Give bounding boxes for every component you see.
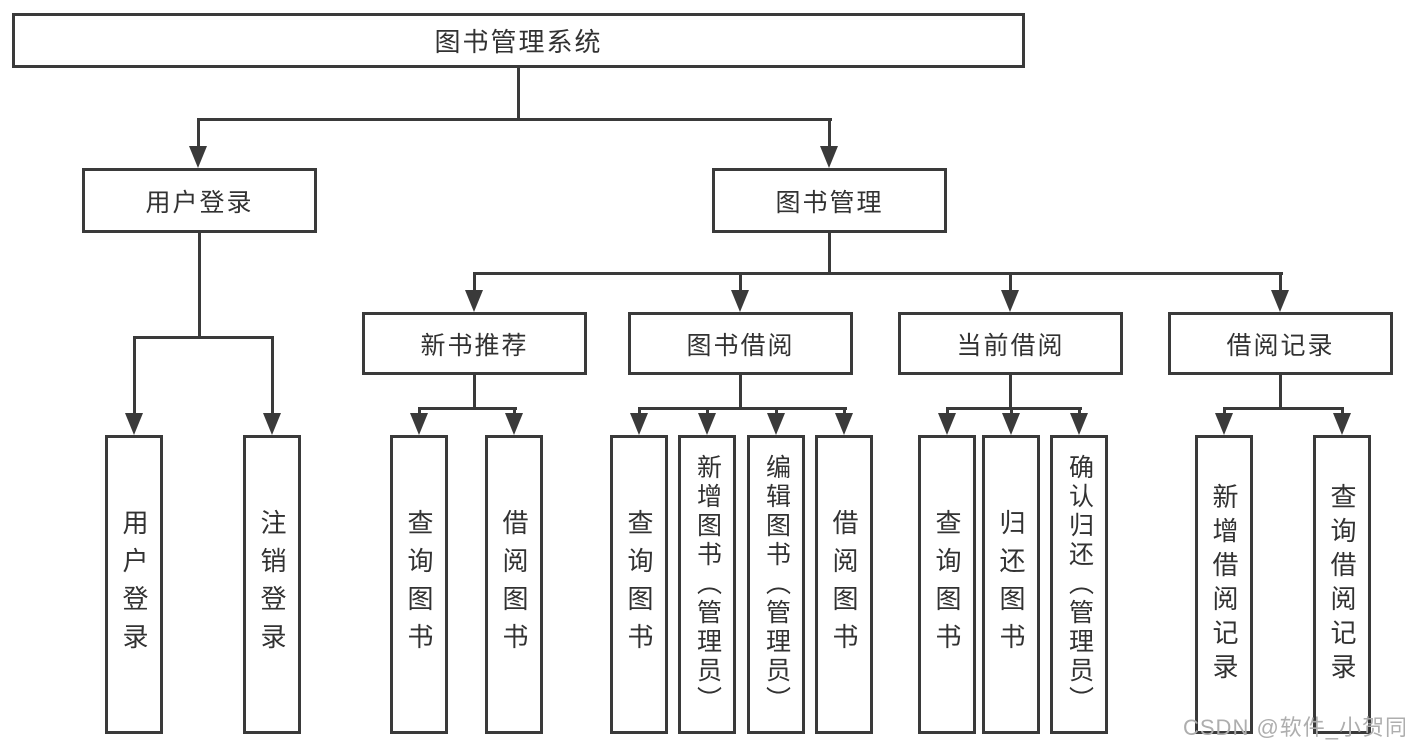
node-borrow-records-label: 借阅记录	[1226, 331, 1335, 360]
edge-root-stem	[517, 68, 520, 118]
node-new-book-recommend: 新书推荐	[362, 312, 587, 375]
node-book-management-label: 图书管理	[775, 188, 884, 217]
arrowhead-to-leaf-query-record-icon	[1333, 413, 1351, 435]
edge-user-login-stem	[198, 233, 201, 336]
edge-to-book-borrow-stem	[739, 275, 742, 290]
arrowhead-to-leaf-query1-icon	[410, 413, 428, 435]
node-borrow-records: 借阅记录	[1168, 312, 1393, 375]
edge-new-book-stem	[473, 375, 476, 407]
leaf-query-books-3-label: 查询图书	[932, 508, 962, 661]
leaf-return-books-label: 归还图书	[996, 508, 1026, 661]
leaf-query-books-2: 查询图书	[610, 435, 668, 734]
leaf-query-borrow-record-label: 查询借阅记录	[1327, 482, 1357, 687]
arrowhead-to-leaf-borrow2-icon	[835, 413, 853, 435]
node-current-borrow-label: 当前借阅	[956, 331, 1065, 360]
arrowhead-to-user-login-icon	[189, 146, 207, 168]
node-user-login-label: 用户登录	[145, 188, 254, 217]
arrowhead-to-leaf-query3-icon	[938, 413, 956, 435]
arrowhead-to-book-borrow-icon	[731, 290, 749, 312]
leaf-edit-book-admin-label: 编辑图书（管理员）	[762, 454, 791, 715]
edge-to-leaf-logout-stem	[271, 339, 274, 413]
arrowhead-to-borrow-records-icon	[1271, 290, 1289, 312]
node-root-label: 图书管理系统	[434, 27, 603, 57]
node-book-management: 图书管理	[712, 168, 947, 233]
leaf-logout: 注销登录	[243, 435, 301, 734]
arrowhead-to-leaf-add-record-icon	[1215, 413, 1233, 435]
edge-new-book-branch-line	[418, 407, 517, 410]
leaf-add-book-admin-label: 新增图书（管理员）	[693, 454, 722, 715]
edge-book-borrow-stem2	[739, 375, 742, 407]
arrowhead-to-new-book-icon	[465, 290, 483, 312]
arrowhead-to-leaf-confirm-return-icon	[1070, 413, 1088, 435]
edge-to-borrow-records-stem	[1279, 275, 1282, 290]
leaf-query-books-3: 查询图书	[918, 435, 976, 734]
edge-borrow-records-branch-line	[1223, 407, 1344, 410]
node-book-borrow-label: 图书借阅	[686, 331, 795, 360]
edge-to-new-book-stem	[473, 275, 476, 290]
node-new-book-recommend-label: 新书推荐	[420, 331, 529, 360]
leaf-query-books-1-label: 查询图书	[404, 508, 434, 661]
leaf-query-books-1: 查询图书	[390, 435, 448, 734]
leaf-add-borrow-record-label: 新增借阅记录	[1209, 482, 1239, 687]
node-user-login: 用户登录	[82, 168, 317, 233]
csdn-watermark: CSDN @软件_小贺同学	[1183, 715, 1405, 740]
leaf-confirm-return-admin-label: 确认归还（管理员）	[1065, 454, 1094, 715]
arrowhead-to-current-borrow-icon	[1001, 290, 1019, 312]
edge-user-login-branch-line	[133, 336, 274, 339]
leaf-return-books: 归还图书	[982, 435, 1040, 734]
leaf-user-login-label: 用户登录	[119, 508, 149, 661]
arrowhead-to-leaf-add-book-icon	[698, 413, 716, 435]
edge-to-user-login-stem	[197, 121, 200, 148]
leaf-query-borrow-record: 查询借阅记录	[1313, 435, 1371, 734]
leaf-borrow-books-2-label: 借阅图书	[829, 508, 859, 661]
edge-book-borrow-branch-line	[638, 407, 847, 410]
arrowhead-to-leaf-edit-book-icon	[767, 413, 785, 435]
leaf-logout-label: 注销登录	[257, 508, 287, 661]
leaf-query-books-2-label: 查询图书	[624, 508, 654, 661]
leaf-add-borrow-record: 新增借阅记录	[1195, 435, 1253, 734]
edge-book-management-stem	[828, 233, 831, 272]
edge-to-book-management-stem	[828, 121, 831, 148]
leaf-borrow-books-2: 借阅图书	[815, 435, 873, 734]
leaf-borrow-books-1-label: 借阅图书	[499, 508, 529, 661]
edge-root-branch-line	[197, 118, 832, 121]
arrowhead-to-leaf-query2-icon	[630, 413, 648, 435]
leaf-add-book-admin: 新增图书（管理员）	[678, 435, 736, 734]
leaf-confirm-return-admin: 确认归还（管理员）	[1050, 435, 1108, 734]
edge-current-borrow-stem2	[1009, 375, 1012, 407]
leaf-edit-book-admin: 编辑图书（管理员）	[747, 435, 805, 734]
edge-borrow-records-stem2	[1279, 375, 1282, 407]
arrowhead-to-leaf-logout-icon	[263, 413, 281, 435]
leaf-borrow-books-1: 借阅图书	[485, 435, 543, 734]
node-current-borrow: 当前借阅	[898, 312, 1123, 375]
arrowhead-to-leaf-borrow1-icon	[505, 413, 523, 435]
edge-to-current-borrow-stem	[1009, 275, 1012, 290]
node-root: 图书管理系统	[12, 13, 1025, 68]
arrowhead-to-leaf-return-icon	[1002, 413, 1020, 435]
leaf-user-login: 用户登录	[105, 435, 163, 734]
node-book-borrow: 图书借阅	[628, 312, 853, 375]
edge-book-management-branch-line	[473, 272, 1283, 275]
edge-current-borrow-branch-line	[946, 407, 1082, 410]
edge-to-leaf-login-stem	[133, 339, 136, 413]
arrowhead-to-leaf-login-icon	[125, 413, 143, 435]
arrowhead-to-book-management-icon	[820, 146, 838, 168]
